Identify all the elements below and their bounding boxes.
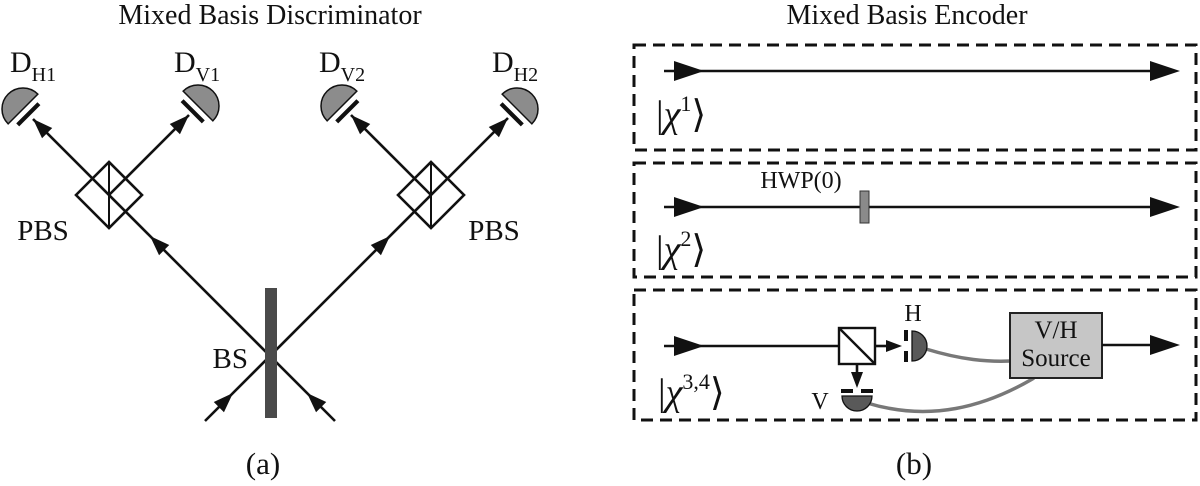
beamsplitter-plate-icon bbox=[265, 288, 277, 418]
detector-DV2-disc bbox=[320, 84, 358, 122]
detector-DV1-icon bbox=[180, 84, 220, 124]
arrowhead-icon bbox=[674, 197, 704, 217]
state-chi1-label: |χ1⟩ bbox=[656, 91, 706, 136]
arrowhead-icon bbox=[488, 118, 508, 138]
pbs-cube-diagonal bbox=[838, 327, 876, 365]
detector-V-label: V bbox=[811, 389, 829, 415]
arrowhead-icon bbox=[851, 372, 863, 388]
state-chi2-label: |χ2⟩ bbox=[656, 226, 706, 271]
encoder-row1-box bbox=[632, 43, 1198, 152]
detector-DV2-icon bbox=[320, 84, 360, 124]
encoder-row3-box bbox=[632, 288, 1198, 422]
pbs-right-icon bbox=[396, 160, 466, 230]
detector-H-label: H bbox=[904, 301, 921, 327]
pbs-cube-icon bbox=[837, 326, 877, 366]
arrowhead-icon bbox=[213, 393, 233, 413]
detector-DV2-window bbox=[335, 99, 360, 124]
arrowhead-icon bbox=[1150, 335, 1180, 355]
encoder-row1: |χ1⟩ bbox=[656, 61, 1180, 136]
detector-DV2-label: DV2 bbox=[319, 46, 365, 86]
arrowhead-icon bbox=[886, 340, 902, 352]
beam-left-input-to-DH2 bbox=[204, 117, 509, 422]
pbs-left-body bbox=[74, 160, 144, 230]
pbs-left-label: PBS bbox=[17, 215, 69, 247]
detector-DH2-window bbox=[499, 102, 524, 127]
encoder-row2: HWP(0) |χ2⟩ bbox=[656, 168, 1180, 271]
arrowhead-icon bbox=[150, 236, 170, 256]
feedback-curve-v bbox=[866, 376, 1035, 414]
panel-b: Mixed Basis Encoder |χ1⟩ HWP(0) |χ2⟩ bbox=[632, 0, 1198, 481]
arrowhead-icon bbox=[1150, 197, 1180, 217]
pbs-left-icon bbox=[74, 160, 144, 230]
arrowhead-icon bbox=[674, 336, 704, 356]
arrowhead-icon bbox=[370, 236, 390, 256]
arrowhead-icon bbox=[33, 119, 53, 139]
hwp-waveplate-icon bbox=[859, 190, 870, 224]
arrowhead-icon bbox=[351, 115, 371, 135]
feedback-curve-h bbox=[925, 347, 1012, 363]
detector-H-disc bbox=[911, 330, 928, 362]
detector-DH2-label: DH2 bbox=[492, 46, 538, 86]
arrowhead-icon bbox=[1150, 61, 1180, 81]
detector-DH1-label: DH1 bbox=[10, 46, 56, 86]
detector-DV1-label: DV1 bbox=[174, 46, 220, 86]
panel-a-title: Mixed Basis Discriminator bbox=[118, 0, 422, 31]
beam-arrowheads bbox=[33, 115, 508, 413]
state-chi34-label: |χ3,4⟩ bbox=[658, 369, 725, 414]
beam-lines bbox=[32, 114, 509, 422]
panel-b-title: Mixed Basis Encoder bbox=[786, 0, 1028, 31]
detector-DV1-disc bbox=[182, 84, 220, 122]
detector-H-icon bbox=[911, 330, 928, 362]
pbs-right-label: PBS bbox=[468, 215, 520, 247]
hwp-label: HWP(0) bbox=[760, 168, 841, 194]
arrowhead-icon bbox=[307, 393, 327, 413]
beam-right-input-to-DH1 bbox=[32, 118, 336, 422]
detector-DH2-icon bbox=[499, 87, 539, 127]
detector-V-icon bbox=[841, 395, 873, 412]
panel-b-caption: (b) bbox=[896, 446, 932, 481]
panel-a: Mixed Basis Discriminator BS bbox=[1, 0, 539, 481]
vh-source-box: V/H Source bbox=[1009, 312, 1103, 379]
pbs-right-body bbox=[396, 160, 466, 230]
detector-DH1-window bbox=[16, 102, 41, 127]
detector-DV1-window bbox=[180, 99, 205, 124]
panel-a-caption: (a) bbox=[246, 446, 280, 481]
arrowhead-icon bbox=[674, 61, 704, 81]
arrowhead-icon bbox=[169, 115, 189, 135]
detector-DH1-disc bbox=[1, 87, 39, 125]
encoder-row3: H V V/H Source |χ3,4⟩ bbox=[658, 301, 1180, 415]
vh-source-label-line1: V/H bbox=[1034, 317, 1077, 344]
encoder-row2-box bbox=[632, 161, 1198, 279]
detector-DH2-disc bbox=[501, 87, 539, 125]
bs-label: BS bbox=[213, 343, 248, 375]
vh-source-label-line2: Source bbox=[1021, 345, 1090, 372]
detector-DH1-icon bbox=[1, 87, 41, 127]
vh-source-body bbox=[1009, 312, 1103, 379]
detector-V-disc bbox=[841, 395, 873, 412]
